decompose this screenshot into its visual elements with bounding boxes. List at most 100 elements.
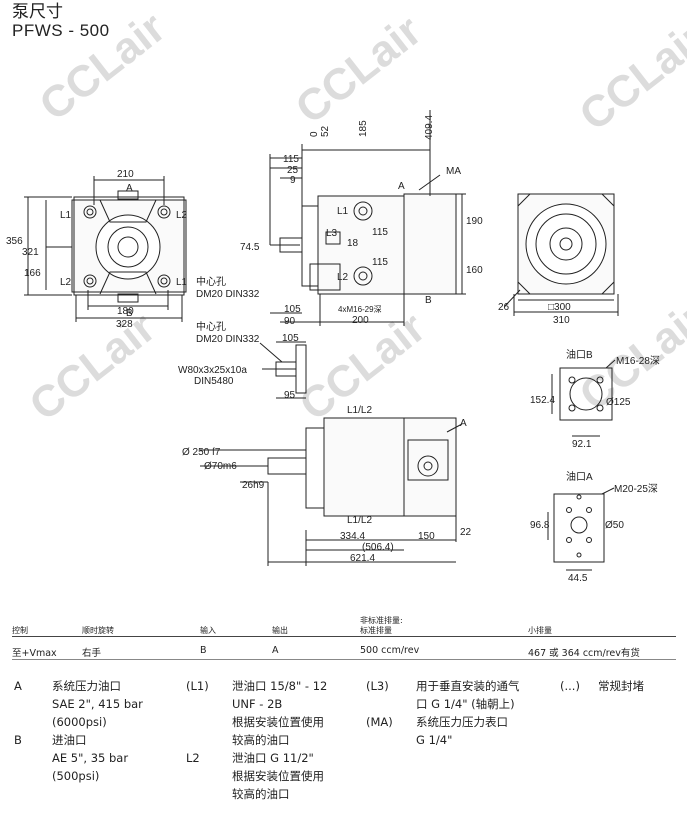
port-b-labels: 油口B M16-28深 152.4 Ø125 92.1 (530, 348, 660, 450)
dim-label: 160 (466, 265, 483, 276)
dim-label: (506.4) (362, 542, 394, 553)
center-hole-label: 中心孔 (196, 275, 226, 288)
port-a-labels: 油口A M20-25深 96.8 Ø50 44.5 (530, 470, 658, 584)
table-header: 控制 (12, 626, 28, 635)
dim-label: 152.4 (530, 395, 555, 406)
legend-text: (500psi) (52, 769, 100, 783)
port-label: L1 (176, 277, 188, 288)
dim-label: 310 (553, 315, 570, 326)
dim-label: 115 (283, 154, 299, 165)
table-header: 小排量 (528, 626, 552, 635)
top-view (200, 417, 463, 566)
dim-label: 150 (418, 531, 435, 542)
legend-text: 系统压力压力表口 (416, 715, 508, 729)
table-cell: 500 ccm/rev (360, 645, 420, 656)
thread-label: M16-28深 (616, 355, 660, 367)
table-cell: A (272, 645, 279, 656)
table-header: 输入 (200, 626, 216, 635)
dim-label: Ø125 (606, 397, 631, 408)
page-title-model: PFWS - 500 (12, 21, 110, 40)
legend-text: 较高的油口 (232, 787, 290, 801)
legend-text: 进油口 (52, 733, 87, 747)
dim-label: 190 (466, 216, 483, 227)
legend-text: SAE 2", 415 bar (52, 697, 143, 711)
legend-text: G 1/4" (416, 733, 453, 747)
spline-label: W80x3x25x10a (178, 365, 247, 376)
dim-label: 52 (320, 125, 331, 137)
port-label: L3 (326, 228, 338, 239)
dim-label: 321 (22, 247, 39, 258)
dim-label: 25 (287, 165, 299, 176)
port-label: MA (446, 166, 461, 177)
dim-label: 74.5 (240, 242, 260, 253)
top-view-labels: L1/L2 A Ø 250 f7 Ø70m6 26h9 L1/L2 22 334… (182, 405, 472, 564)
detail-title: 油口A (566, 470, 593, 483)
dim-label: 26h9 (242, 480, 265, 491)
dim-label: 210 (117, 169, 134, 180)
dim-label: 22 (460, 527, 472, 538)
dim-label: 334.4 (340, 531, 365, 542)
legend-key: (MA) (366, 715, 393, 729)
spline-din-label: DIN5480 (194, 376, 234, 387)
watermark: CCLair (287, 6, 431, 133)
table-divider (12, 636, 676, 637)
dim-label: 115 (372, 227, 388, 238)
dim-label: 90 (284, 316, 296, 327)
dim-label: 0 (309, 131, 320, 137)
port-label: A (126, 183, 133, 194)
din-label: DM20 DIN332 (196, 289, 260, 300)
watermark: CCLair (571, 13, 687, 140)
technical-drawing: CCLair CCLair CCLair CCLair CCLair CCLai… (6, 3, 687, 584)
legend-key: B (14, 733, 22, 747)
table-cell: 467 或 364 ccm/rev有货 (528, 648, 640, 659)
table-cell: B (200, 645, 207, 656)
legend-text: 根据安装位置使用 (232, 769, 324, 783)
side-view (269, 110, 466, 326)
legend-text: (6000psi) (52, 715, 107, 729)
front-view-labels: 210 A B L1 L2 L2 L1 356 321 166 180 328 (6, 169, 188, 330)
shaft-view-labels: 中心孔 DM20 DIN332 105 W80x3x25x10a DIN5480… (178, 320, 299, 401)
thread-note: 4xM16-29深 (338, 305, 382, 314)
watermark: CCLair (31, 3, 175, 130)
port-b-detail (551, 359, 616, 437)
legend-text: 口 G 1/4" (轴朝上) (416, 697, 515, 711)
legend-text: UNF - 2B (232, 697, 283, 711)
dim-label: Ø70m6 (204, 461, 237, 472)
dim-label: 105 (284, 304, 301, 315)
port-label: A (398, 181, 405, 192)
dim-label: 166 (24, 268, 41, 279)
legend-key: (L1) (186, 679, 209, 693)
dim-label: 26 (498, 302, 510, 313)
center-hole-label: 中心孔 (196, 320, 226, 333)
legend-text: 常规封堵 (598, 679, 644, 693)
legend-text: 泄油口 15/8" - 12 (232, 679, 328, 693)
non-standard-label: 非标准排量: (360, 616, 403, 625)
dim-label: 621.4 (350, 553, 375, 564)
dim-label: 9 (290, 175, 296, 186)
dim-label: 92.1 (572, 439, 592, 450)
dim-label: 409.4 (424, 115, 435, 140)
front-view (24, 176, 187, 322)
table-divider (12, 659, 676, 660)
legend-key: (L3) (366, 679, 389, 693)
legend-text: 根据安装位置使用 (232, 715, 324, 729)
port-label: L2 (337, 272, 349, 283)
dim-label: 95 (284, 390, 296, 401)
legend-text: 较高的油口 (232, 733, 290, 747)
port-label: L2 (60, 277, 72, 288)
legend-text: 泄油口 G 11/2" (232, 751, 314, 765)
legend-text: 系统压力油口 (52, 679, 121, 693)
end-view-labels: 26 □300 310 (498, 302, 571, 326)
table-header: 顺时旋转 (82, 626, 114, 635)
port-label: L1 (60, 210, 72, 221)
legend-key: (...) (560, 679, 580, 693)
table-header: 标准排量 (360, 626, 392, 635)
port-label: B (126, 308, 133, 319)
port-label: L1/L2 (347, 515, 372, 526)
legend-key: A (14, 679, 22, 693)
port-label: A (460, 418, 467, 429)
watermark: CCLair (21, 303, 165, 430)
legend-text: 用于垂直安装的通气 (416, 679, 520, 693)
dim-label: 105 (282, 333, 299, 344)
